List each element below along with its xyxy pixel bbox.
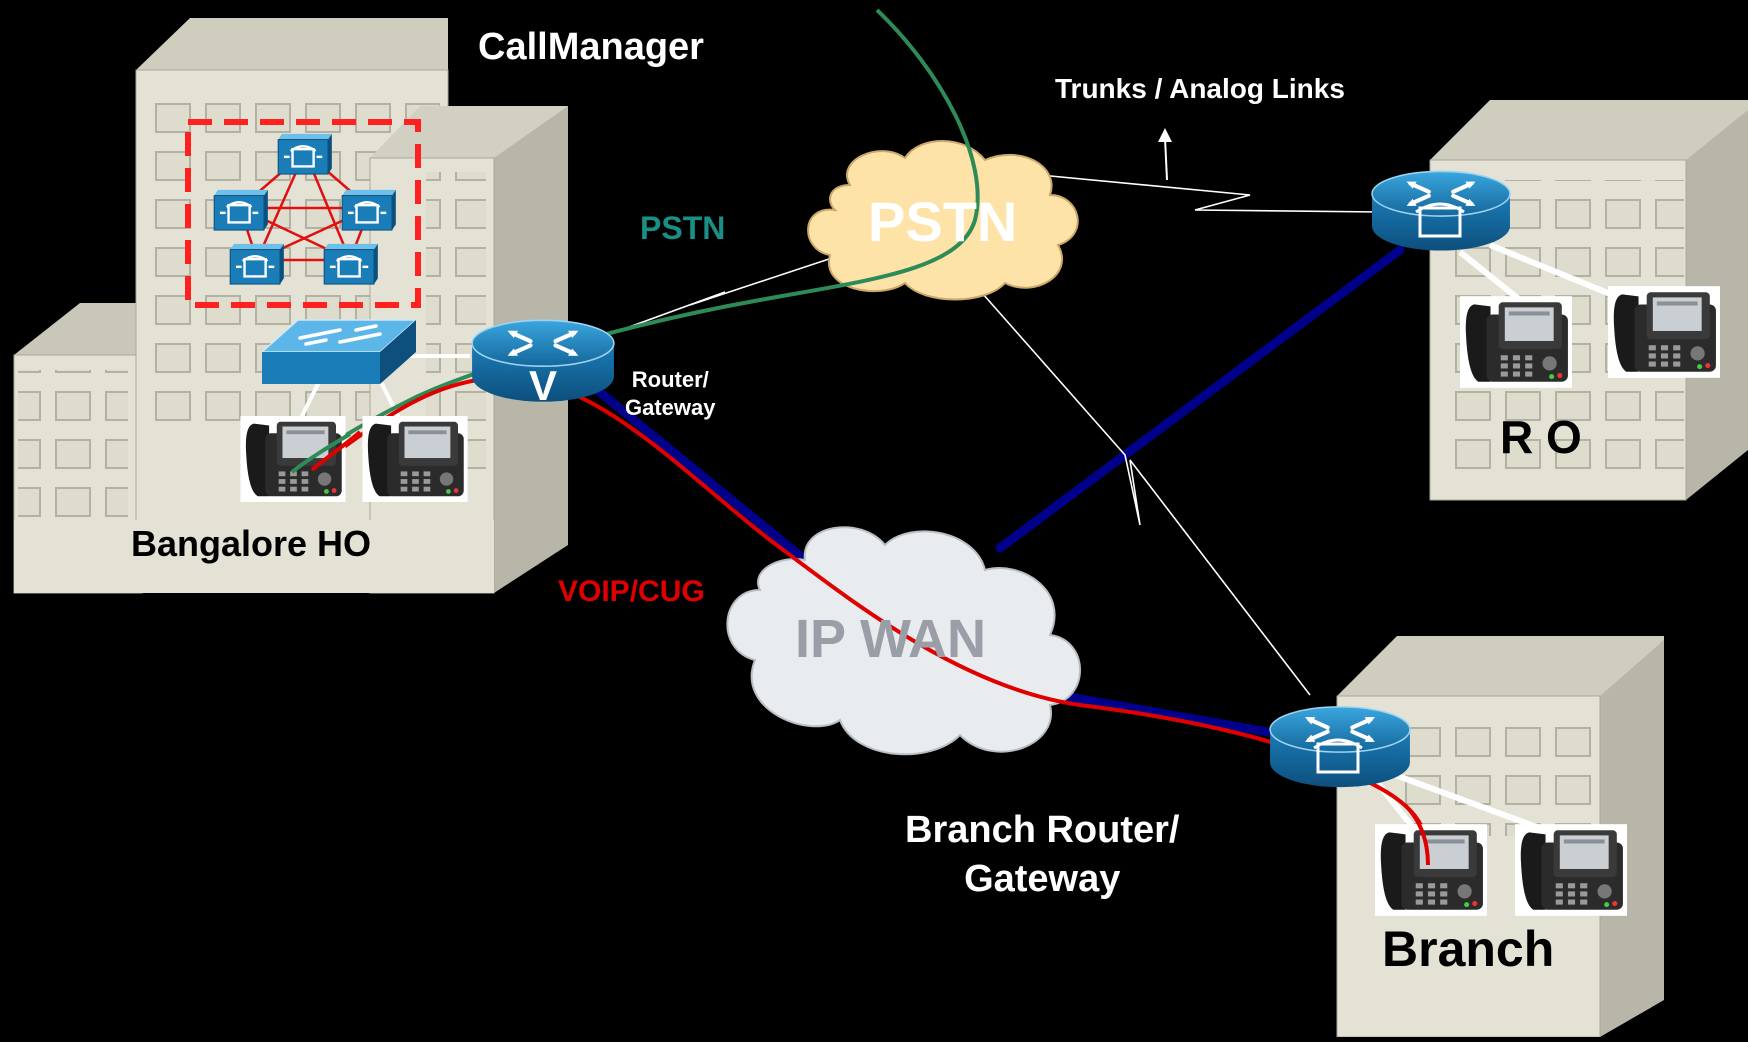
callmanager-icon xyxy=(276,132,334,176)
ho-router-icon: V xyxy=(472,320,614,409)
svg-text:V: V xyxy=(529,362,557,409)
trunks-label: Trunks / Analog Links xyxy=(1055,73,1345,104)
router-gateway-label: Router/ Gateway xyxy=(625,367,716,420)
ip-phone-icon xyxy=(240,416,346,502)
pstn-trunk-links xyxy=(579,174,1381,696)
bangalore-ho-label: Bangalore HO xyxy=(131,523,372,564)
callmanager-icon xyxy=(228,242,286,286)
ro-voice-gateway-icon xyxy=(1372,171,1510,250)
callmanager-cluster xyxy=(185,119,421,308)
callmanager-icon xyxy=(322,242,380,286)
ip-phone-icon xyxy=(362,416,468,502)
ipwan-cloud-label: IP WAN xyxy=(795,609,987,669)
pstn-call-path xyxy=(290,8,980,474)
switch-icon xyxy=(260,319,418,384)
branch-label: Branch xyxy=(1382,921,1555,977)
ip-phone-icon xyxy=(1460,296,1572,388)
wan-links xyxy=(580,245,1405,740)
branch-router-gateway-label: Branch Router/ Gateway xyxy=(905,809,1180,901)
ip-phone-icon xyxy=(1515,824,1627,916)
callmanager-icon xyxy=(212,188,270,232)
pstn-cloud-label: PSTN xyxy=(868,190,1018,253)
ro-label: R O xyxy=(1500,411,1582,463)
arrow-up-icon xyxy=(1158,128,1172,181)
ip-phone-icon xyxy=(1375,824,1487,916)
ip-phone-icon xyxy=(1608,286,1720,378)
branch-voice-gateway-icon xyxy=(1270,707,1410,787)
voip-cug-label: VOIP/CUG xyxy=(558,575,705,608)
pstn-link-label: PSTN xyxy=(640,210,726,246)
ipwan-cloud-icon xyxy=(726,526,1081,756)
callmanager-icon xyxy=(340,188,398,232)
callmanager-label: CallManager xyxy=(478,26,704,68)
